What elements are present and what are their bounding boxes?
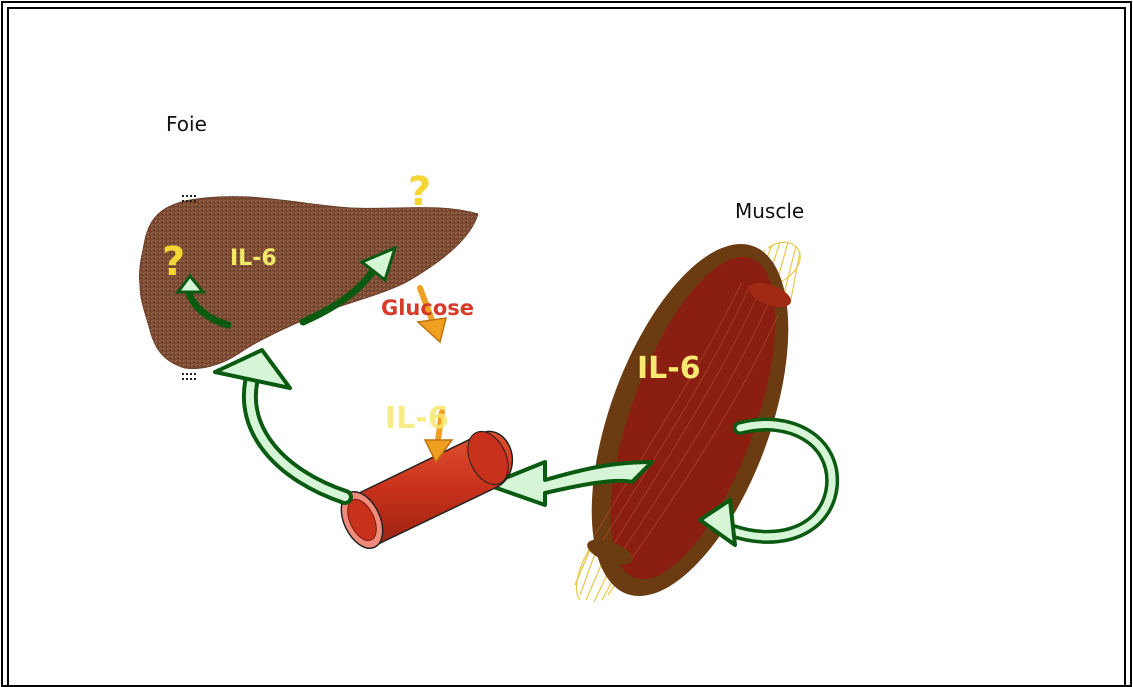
- blood-to-liver-arrow: [215, 350, 345, 497]
- blood-vessel: [333, 425, 516, 555]
- question-mark-left: ?: [162, 239, 185, 285]
- muscle-label: Muscle: [735, 199, 804, 223]
- il6-vessel-label: IL-6: [385, 401, 449, 436]
- il6-muscle-label: IL-6: [637, 351, 701, 386]
- question-mark-top: ?: [408, 169, 431, 215]
- liver-label: Foie: [166, 112, 207, 136]
- il6-liver-label: IL-6: [230, 246, 277, 271]
- glucose-label: Glucose: [381, 296, 474, 320]
